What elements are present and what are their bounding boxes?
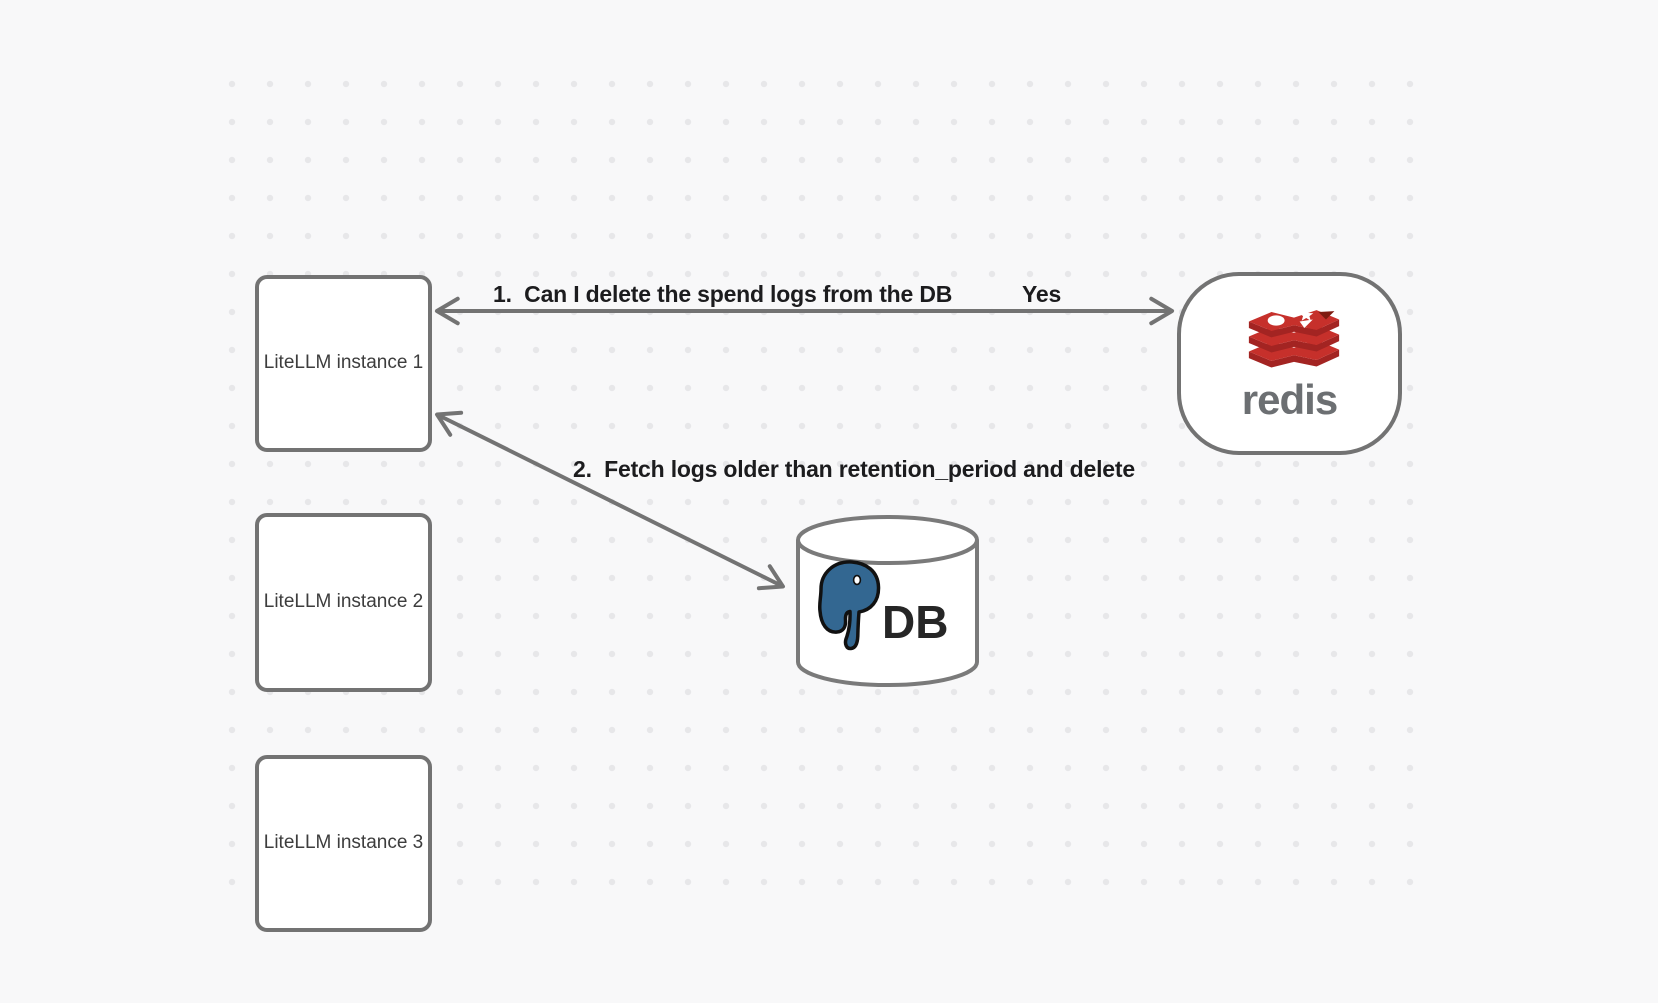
node-redis[interactable]: redis bbox=[1177, 272, 1402, 455]
redis-logo-icon bbox=[1248, 308, 1340, 368]
node-label: LiteLLM instance 1 bbox=[263, 352, 424, 374]
node-litellm-instance-1[interactable]: LiteLLM instance 1 bbox=[255, 275, 432, 452]
arrow-instance1-db[interactable] bbox=[435, 410, 785, 591]
node-litellm-instance-3[interactable]: LiteLLM instance 3 bbox=[255, 755, 432, 932]
arrow-2-label: 2. Fetch logs older than retention_perio… bbox=[573, 456, 1135, 482]
node-litellm-instance-2[interactable]: LiteLLM instance 2 bbox=[255, 513, 432, 692]
postgresql-elephant-icon bbox=[817, 560, 881, 651]
arrow-1-label: 1. Can I delete the spend logs from the … bbox=[493, 281, 953, 307]
redis-wordmark: redis bbox=[1241, 376, 1338, 423]
db-label: DB bbox=[882, 596, 949, 648]
node-label: LiteLLM instance 2 bbox=[263, 591, 424, 613]
node-label: LiteLLM instance 3 bbox=[263, 832, 424, 854]
node-postgres-db[interactable]: DB bbox=[796, 515, 979, 687]
arrow-1-response-label: Yes bbox=[1022, 281, 1062, 307]
